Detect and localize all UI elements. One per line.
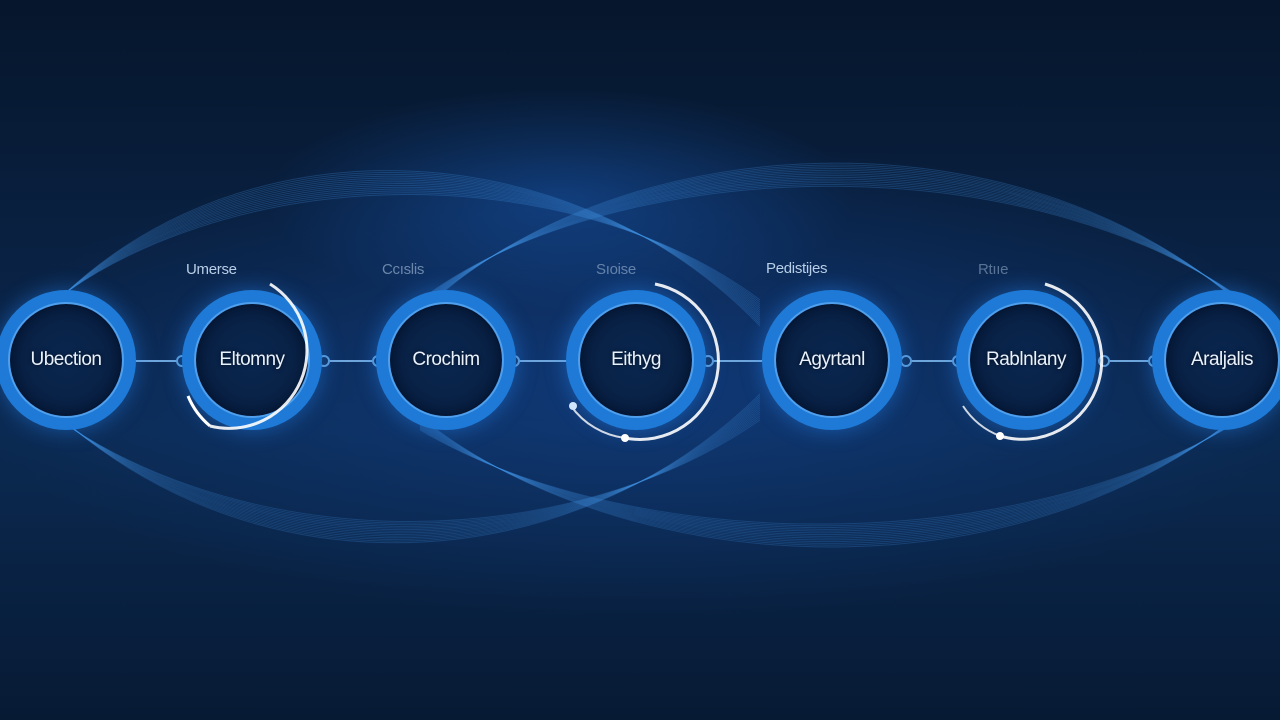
wave-line (19, 383, 761, 532)
wave-line (419, 386, 1271, 548)
stage-ring-2[interactable]: Eltomny (182, 290, 322, 430)
wave-line (419, 180, 1271, 324)
wave-line (419, 399, 1271, 525)
wave-line (419, 164, 1271, 333)
wave-line (19, 389, 761, 522)
wave-line (419, 387, 1271, 546)
connector-4-5 (712, 360, 764, 362)
wave-line (419, 169, 1271, 330)
wave-line (19, 386, 761, 527)
connector-5-6 (906, 360, 958, 362)
wave-line (419, 392, 1271, 537)
connector-1-2 (135, 360, 183, 362)
stage-ring-4[interactable]: Eithyg (566, 290, 706, 430)
top-label-5: Rtııe (978, 261, 1009, 278)
wave-line (19, 376, 761, 544)
wave-line (419, 175, 1271, 327)
wave-line (419, 390, 1271, 541)
wave-line (419, 398, 1271, 527)
connector-node (1098, 355, 1110, 367)
stage-label-6: Rablnlany (986, 349, 1067, 370)
wave-line (419, 176, 1271, 326)
connector-3-4 (516, 360, 568, 362)
wave-line (419, 395, 1271, 532)
stage-ring-6[interactable]: Rablnlany (956, 290, 1096, 430)
wave-line (419, 393, 1271, 536)
wave-line (19, 380, 761, 537)
stage-ring-3[interactable]: Crochim (376, 290, 516, 430)
wave-line (19, 179, 761, 339)
wave-line (419, 182, 1271, 323)
top-label-2: Ccıslis (382, 261, 425, 278)
wave-line (19, 388, 761, 524)
wave-line (19, 377, 761, 542)
wave-line (19, 385, 761, 529)
wave-line (19, 382, 761, 534)
wave-line (19, 170, 761, 344)
stage-label-2: Eltomny (219, 349, 285, 370)
wave-line (419, 397, 1271, 529)
wave-line (19, 175, 761, 341)
wave-line (19, 379, 761, 539)
wave-line (419, 173, 1271, 328)
stage-ring-5[interactable]: Agyrtanl (762, 290, 902, 430)
wave-line (19, 188, 761, 334)
wave-line (419, 171, 1271, 329)
wave-line (419, 178, 1271, 325)
stage-label-5: Agyrtanl (799, 349, 865, 370)
top-label-1: Umerse (186, 261, 237, 278)
wave-line (19, 172, 761, 343)
wave-line (419, 388, 1271, 544)
stage-label-1: Ubection (30, 349, 103, 370)
wave-line (19, 192, 761, 332)
wave-line (19, 194, 761, 331)
wave-line (19, 185, 761, 336)
wave-line (19, 177, 761, 340)
wave-line (19, 378, 761, 540)
stage-label-4: Eithyg (611, 349, 661, 370)
wave-line (419, 166, 1271, 332)
wave-line (19, 384, 761, 530)
wave-line (19, 173, 761, 342)
wave-line (419, 394, 1271, 534)
wave-line (419, 391, 1271, 539)
stage-ring-7[interactable]: Araljalis (1152, 290, 1280, 430)
wave-line (419, 162, 1271, 334)
top-label-3: Sıoise (596, 261, 636, 278)
wave-line (419, 185, 1271, 321)
wave-line (19, 183, 761, 337)
stage-ring-1[interactable]: Ubection (0, 290, 136, 430)
connector-2-3 (328, 360, 376, 362)
wave-line (19, 181, 761, 338)
connector-6-7 (1106, 360, 1154, 362)
wave-line (19, 381, 761, 535)
wave-line (19, 186, 761, 335)
top-label-4: Pedistijes (766, 260, 828, 277)
wave-line (419, 389, 1271, 543)
stage-label-3: Crochim (412, 349, 480, 370)
stage-label-7: Araljalis (1190, 349, 1254, 370)
wave-line (19, 387, 761, 526)
wave-line (419, 396, 1271, 530)
wave-line (19, 190, 761, 333)
wave-line (419, 168, 1271, 331)
wave-line (419, 183, 1271, 322)
